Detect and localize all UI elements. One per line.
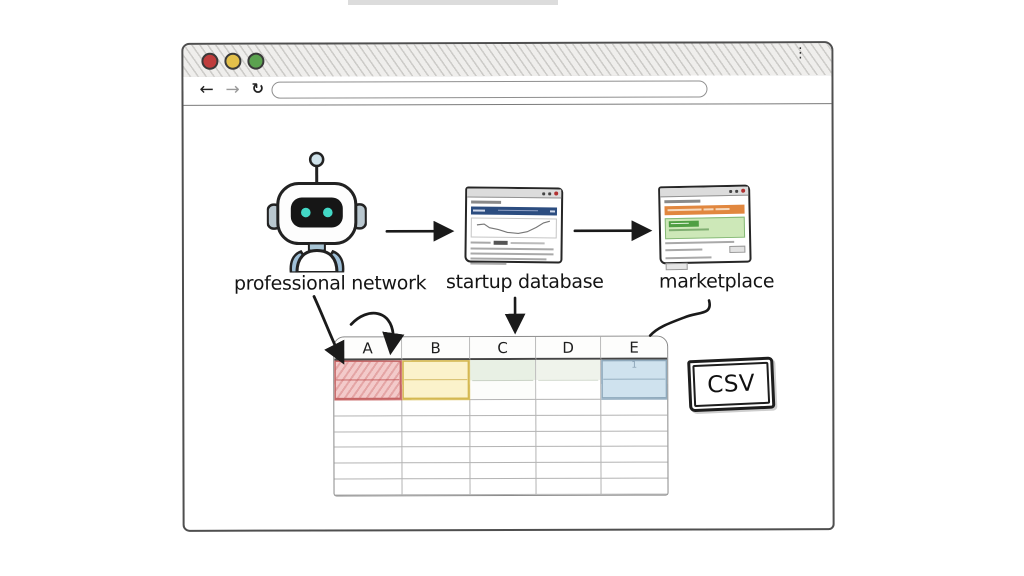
sheet-empty-cell: [334, 416, 403, 433]
sheet-cell-d1-green-faint: [536, 359, 602, 400]
sheet-empty-cell: [470, 447, 537, 464]
sheet-empty-cell: [402, 463, 471, 480]
sheet-empty-cell: [536, 399, 602, 416]
sheet-cell-c1-green: [470, 359, 537, 401]
thumb-heading-line: [471, 200, 502, 204]
window-dot-icon: [548, 191, 552, 195]
browser-window: ⋮ ← → ↻: [181, 41, 835, 532]
window-dot-icon: [729, 189, 733, 193]
sheet-empty-cell: [536, 415, 602, 432]
back-icon[interactable]: ←: [199, 79, 214, 100]
sheet-empty-cell: [601, 415, 668, 432]
sheet-empty-cell: [601, 462, 668, 479]
thumb-banner: [664, 204, 745, 215]
sheet-cell-a1-red: [334, 360, 403, 401]
browser-titlebar: ⋮: [183, 43, 832, 79]
startup-database-thumbnail: [464, 186, 564, 265]
sketch-artifact: [348, 0, 558, 5]
sheet-empty-cell: [601, 478, 668, 495]
sheet-empty-cell: [536, 478, 602, 495]
sheet-empty-cell: [334, 400, 403, 417]
sheet-grid: A B C D E 1: [333, 335, 669, 497]
sheet-cell-b1-yellow: [402, 360, 471, 401]
sheet-empty-cell: [334, 479, 403, 496]
window-close-dot-icon: [554, 191, 559, 196]
sheet-empty-cell: [402, 431, 471, 448]
thumb-green-button: [668, 220, 699, 227]
sheet-empty-cell: [402, 479, 471, 496]
sheet-empty-cell: [334, 463, 403, 480]
sheet-cell-e1-note: 1: [631, 360, 638, 371]
robot-icon: [266, 151, 367, 273]
window-dot-icon: [735, 189, 739, 193]
line-chart-icon: [470, 216, 557, 238]
thumb-listing-panel: [664, 216, 746, 239]
marketplace-thumbnail: [658, 184, 752, 270]
sheet-cell-e1-blue: 1: [601, 359, 668, 400]
sheet-empty-cell: [402, 400, 471, 417]
browser-toolbar: ← → ↻: [183, 75, 832, 106]
sheet-empty-cell: [536, 462, 602, 479]
sheet-empty-cell: [334, 431, 403, 448]
label-professional-network: professional network: [233, 272, 427, 295]
maximize-button[interactable]: [247, 52, 265, 70]
sheet-empty-cell: [470, 415, 537, 432]
sheet-empty-cell: [402, 447, 471, 464]
label-marketplace: marketplace: [658, 270, 775, 293]
sheet-empty-cell: [601, 431, 668, 448]
thumb-button: [493, 240, 508, 245]
sheet-empty-cell: [470, 431, 537, 448]
sheet-empty-cell: [536, 431, 602, 448]
refresh-icon[interactable]: ↻: [251, 79, 265, 98]
sheet-empty-cell: [470, 478, 537, 495]
thumb-button: [665, 262, 688, 270]
csv-export-box: CSV: [687, 356, 776, 413]
forward-icon[interactable]: →: [225, 79, 240, 100]
label-startup-database: startup database: [445, 270, 604, 294]
sheet-empty-cell: [601, 399, 668, 416]
sheet-column-header: C: [470, 336, 537, 361]
sheet-column-header: A: [334, 337, 403, 361]
window-close-dot-icon: [741, 188, 746, 193]
sheet-column-header: E: [601, 336, 668, 360]
csv-label: CSV: [706, 370, 756, 399]
sheet-empty-cell: [470, 399, 537, 416]
thumb-navbar: [470, 205, 558, 215]
thumb-heading-line: [664, 199, 701, 203]
sheet-column-header: D: [536, 336, 602, 360]
window-dot-icon: [542, 191, 546, 195]
close-button[interactable]: [201, 52, 219, 70]
menu-kebab-icon[interactable]: ⋮: [793, 45, 808, 62]
sheet-empty-cell: [601, 446, 668, 463]
sheet-column-header: B: [402, 337, 471, 361]
curve-marketplace-to-column-e: [648, 299, 711, 337]
sheet-empty-cell: [470, 463, 537, 480]
sheet-empty-cell: [402, 415, 471, 432]
url-input[interactable]: [271, 80, 708, 99]
minimize-button[interactable]: [224, 52, 242, 70]
sheet-empty-cell: [536, 447, 602, 464]
thumb-chip: [729, 245, 746, 253]
sheet-empty-cell: [334, 447, 403, 464]
